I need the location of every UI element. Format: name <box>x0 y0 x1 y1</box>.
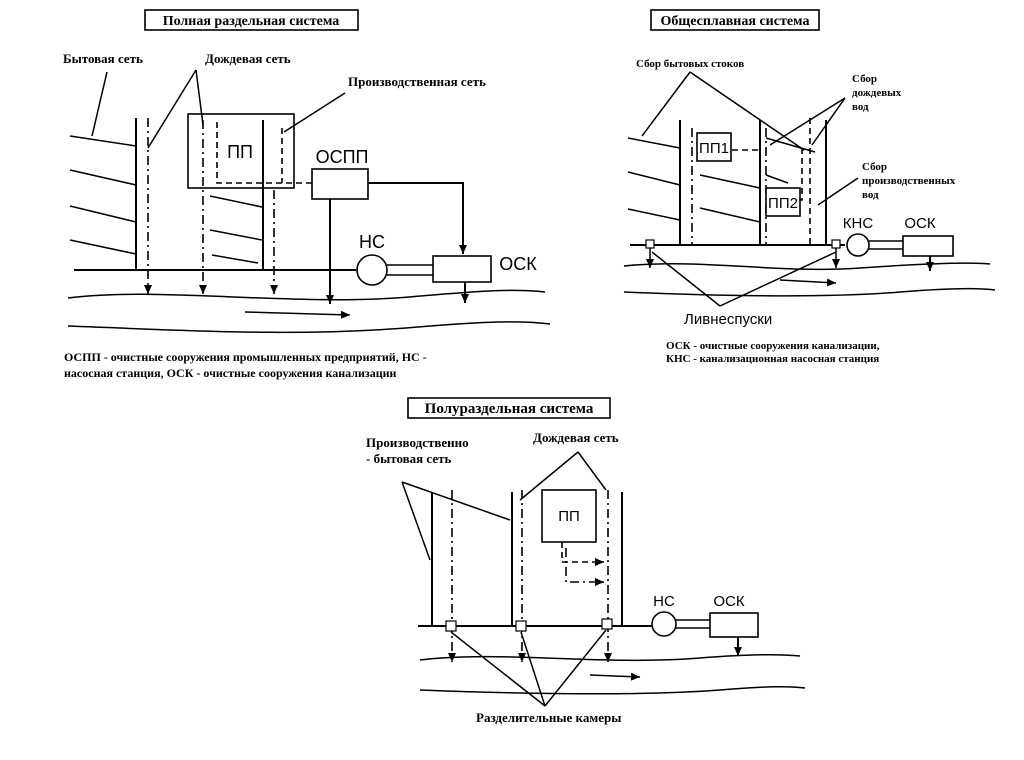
note-line-1: ОСПП - очистные сооружения промышленных … <box>64 350 427 364</box>
separation-chamber-1 <box>445 620 457 632</box>
title-frame <box>144 9 359 31</box>
note-line-2: насосная станция, ОСК - очистные сооруже… <box>64 366 397 380</box>
rain-label-3: вод <box>852 101 869 113</box>
block-lines <box>69 135 263 264</box>
industrial-sewer <box>216 122 312 184</box>
panel-combined: Общесплавная система ПП1 ПП2 КНС <box>623 9 996 365</box>
ospp-box <box>311 168 369 200</box>
river-upper-bank <box>67 289 546 301</box>
ind-label-1: Сбор <box>862 161 887 173</box>
river-upper-bank <box>419 653 801 662</box>
ns-pump-circle <box>651 611 677 637</box>
river-flow-arrow <box>244 310 351 319</box>
ospp-label: ОСПП <box>316 147 369 167</box>
panel-title: Общесплавная система <box>661 14 810 29</box>
panel-semi-separate: Полураздельная система ПП НС ОСК Произво… <box>366 397 806 725</box>
domestic-label: Бытовая сеть <box>63 51 143 66</box>
note-line-1: ОСК - очистные сооружения канализации, <box>666 340 880 352</box>
separation-chamber-2 <box>515 620 527 632</box>
ns-pump-circle <box>356 254 388 286</box>
ind-label-2: производственных <box>862 175 956 187</box>
panel-full-separate: Полная раздельная система ПП ОСПП <box>63 9 551 380</box>
note-line-2: КНС - канализационная насосная станция <box>666 353 879 365</box>
industrial-label: Производственная сеть <box>348 74 486 89</box>
pp2-box <box>765 187 801 217</box>
pp1-box <box>696 132 732 162</box>
river-lower-bank <box>67 321 551 334</box>
pp1-label: ПП1 <box>699 140 729 157</box>
river-lower-bank <box>623 287 996 297</box>
domestic-label: Сбор бытовых стоков <box>636 58 744 70</box>
river-flow-arrow <box>779 278 837 287</box>
osk-box <box>902 235 954 257</box>
title-frame <box>407 397 611 419</box>
overflow-label: Ливнеспуски <box>684 311 772 328</box>
chambers-label: Разделительные камеры <box>476 710 621 725</box>
title-frame <box>650 9 820 31</box>
ind-label-1: Производственно <box>366 435 469 450</box>
overflow-chamber-1 <box>645 239 655 249</box>
kns-label: КНС <box>843 215 874 232</box>
separation-chamber-3 <box>601 618 613 630</box>
overflow-chamber-2 <box>831 239 841 249</box>
rain-label-1: Сбор <box>852 73 877 85</box>
rain-label: Дождевая сеть <box>205 51 291 66</box>
osk-label: ОСК <box>499 254 537 274</box>
pp-label: ПП <box>227 142 253 162</box>
block-lines <box>627 137 816 223</box>
rain-label-2: дождевых <box>852 87 902 99</box>
river-lower-bank <box>419 685 806 695</box>
panel-title: Полураздельная система <box>425 401 594 417</box>
osk-label: ОСК <box>713 593 745 610</box>
river-flow-arrow <box>589 672 641 681</box>
ospp-to-osk-arrow <box>368 182 467 254</box>
ns-label: НС <box>359 232 385 252</box>
pp-box <box>541 489 597 543</box>
kns-pump-circle <box>846 233 870 257</box>
pp-label: ПП <box>558 508 580 525</box>
rain-label: Дождевая сеть <box>533 430 619 445</box>
ind-label-3: вод <box>862 189 879 201</box>
panel-title: Полная раздельная система <box>163 14 340 29</box>
ns-label: НС <box>653 593 675 610</box>
osk-box <box>709 612 759 638</box>
river-upper-bank <box>623 262 991 271</box>
industrial-enterprise-box <box>187 113 295 189</box>
pp2-label: ПП2 <box>768 195 798 212</box>
osk-label: ОСК <box>904 215 936 232</box>
osk-box <box>432 255 492 283</box>
ind-label-2: - бытовая сеть <box>366 451 452 466</box>
